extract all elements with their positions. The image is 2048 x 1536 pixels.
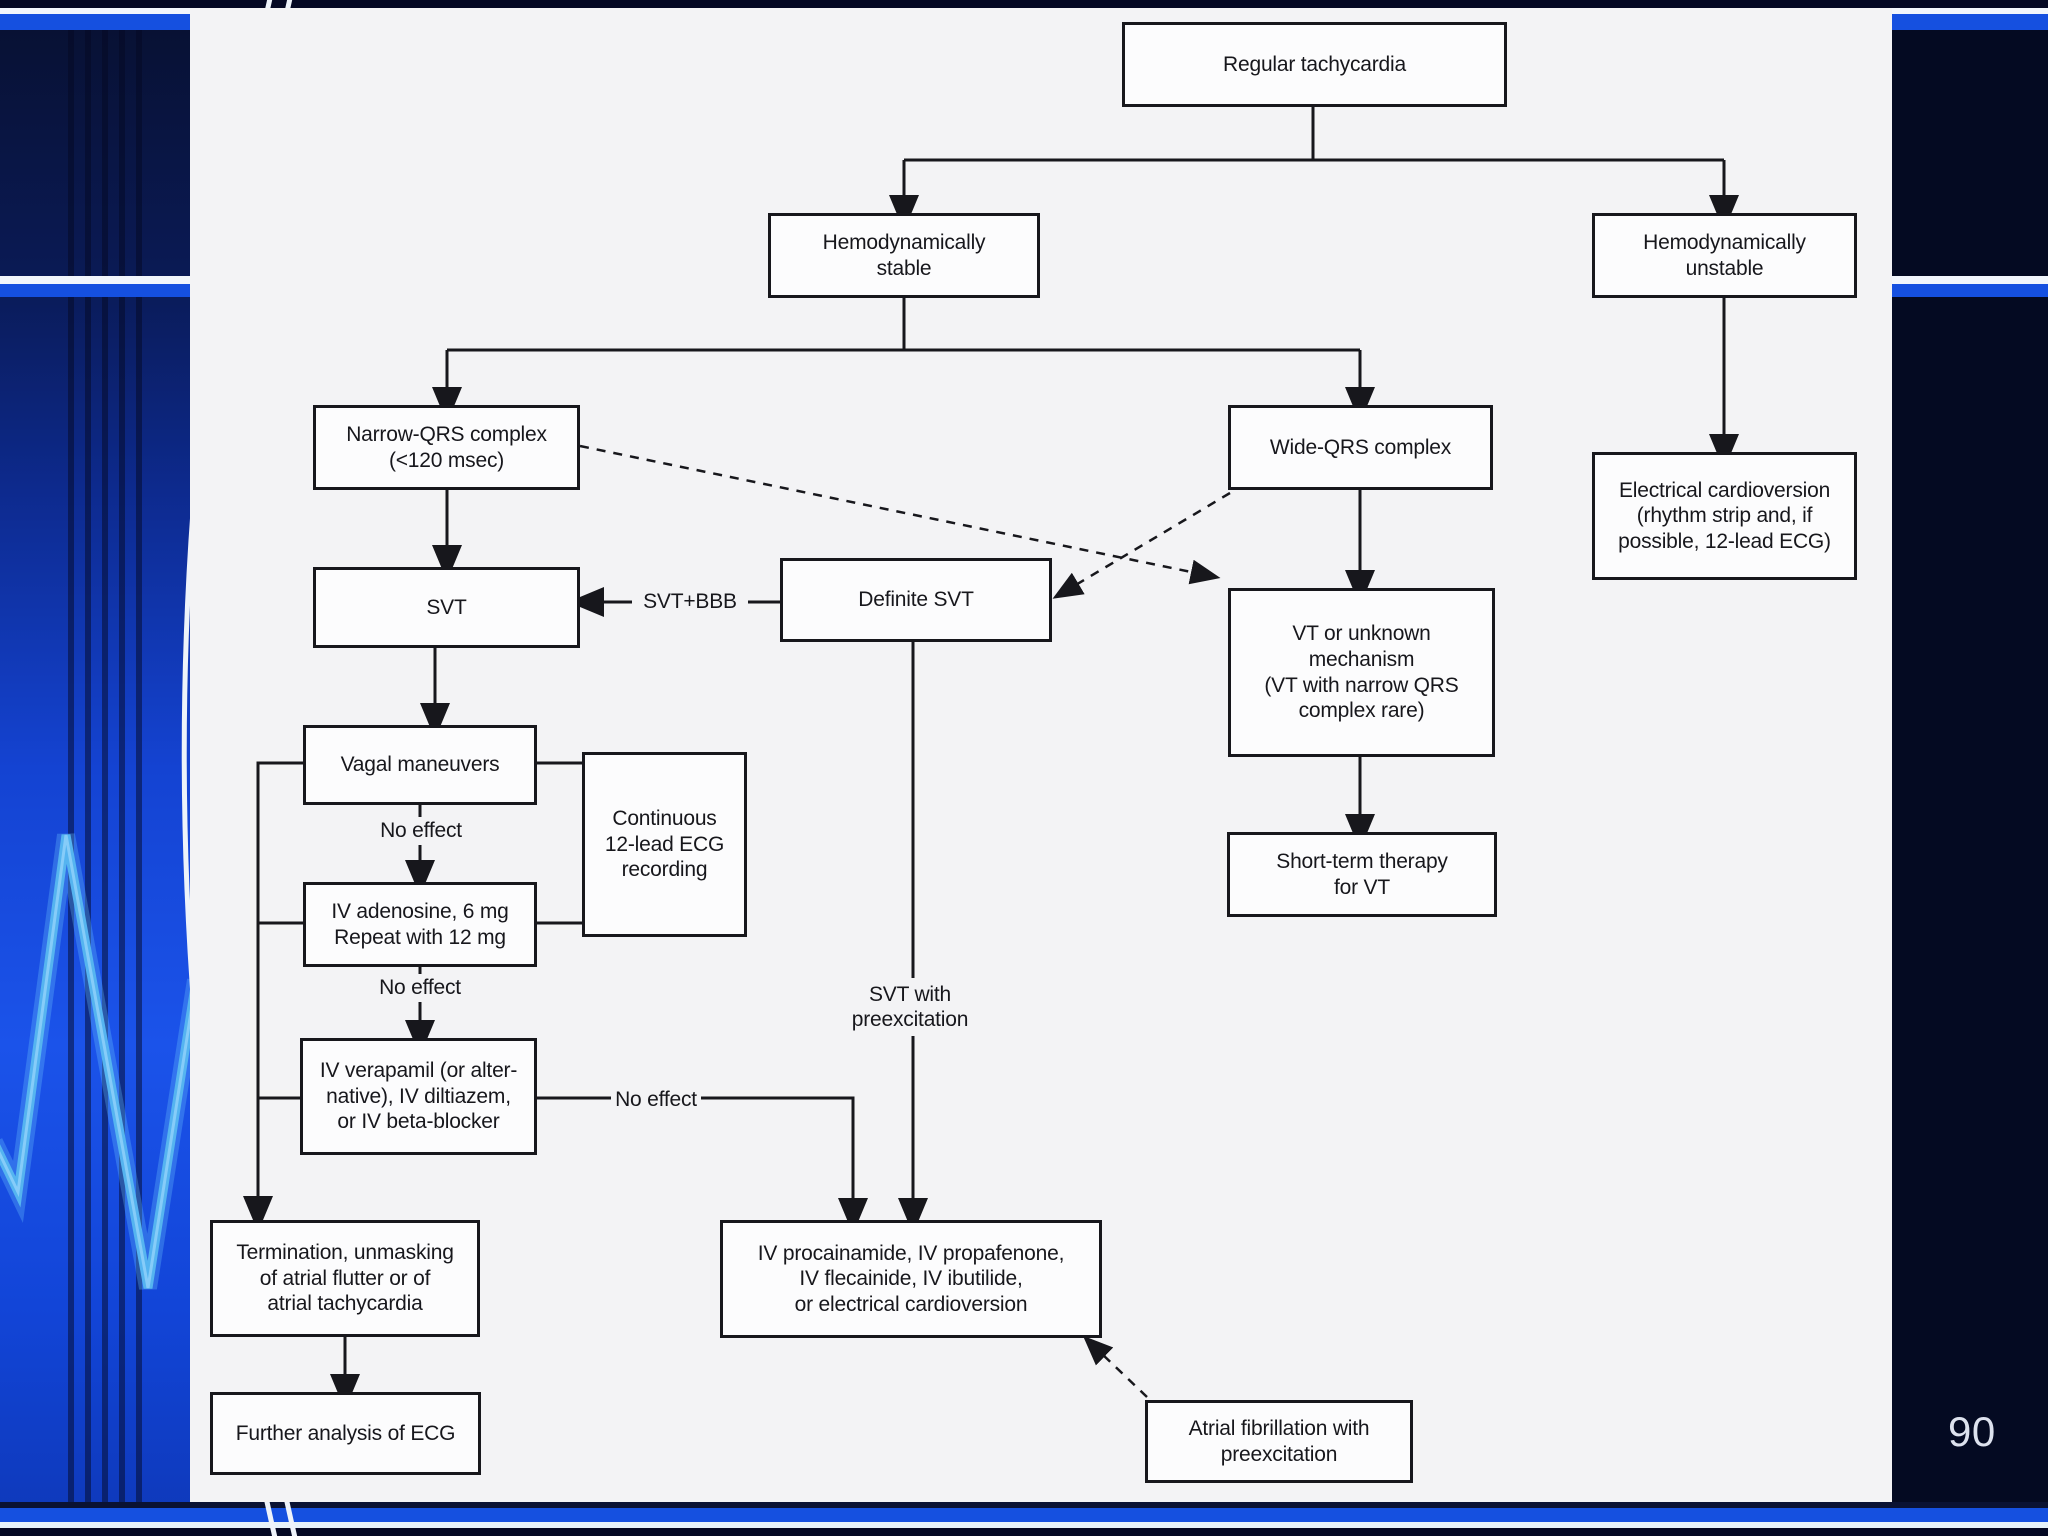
- left-margin-pinstripes: [68, 0, 142, 1536]
- node-iv-procainamide: IV procainamide, IV propafenone, IV flec…: [720, 1220, 1102, 1338]
- node-iv-verapamil: IV verapamil (or alter- native), IV dilt…: [300, 1038, 537, 1155]
- node-hemodynamically-stable: Hemodynamically stable: [768, 213, 1040, 298]
- node-wide-qrs-complex: Wide-QRS complex: [1228, 405, 1493, 490]
- bottom-white-line: [0, 1522, 2048, 1528]
- top-navy-bar: [0, 0, 2048, 8]
- node-vagal-maneuvers: Vagal maneuvers: [303, 725, 537, 805]
- left-margin-gradient: [0, 0, 190, 1536]
- node-vt-or-unknown-mechanism: VT or unknown mechanism (VT with narrow …: [1228, 588, 1495, 757]
- ecg-trace: [0, 833, 205, 1290]
- node-continuous-ecg-recording: Continuous 12-lead ECG recording: [582, 752, 747, 937]
- node-further-analysis-ecg: Further analysis of ECG: [210, 1392, 481, 1475]
- edge-label-svt-bbb: SVT+BBB: [632, 588, 748, 616]
- node-regular-tachycardia: Regular tachycardia: [1122, 22, 1507, 107]
- edge-label-svt-with-preexcitation: SVT with preexcitation: [835, 978, 985, 1036]
- node-hemodynamically-unstable: Hemodynamically unstable: [1592, 213, 1857, 298]
- edge-label-no-effect-adenosine: No effect: [375, 974, 465, 1002]
- node-electrical-cardioversion: Electrical cardioversion (rhythm strip a…: [1592, 452, 1857, 580]
- node-termination-unmasking: Termination, unmasking of atrial flutter…: [210, 1220, 480, 1337]
- flowchart-connectors: [243, 107, 1739, 1410]
- flowchart-dashed-connectors: [579, 444, 1231, 1398]
- node-iv-adenosine: IV adenosine, 6 mg Repeat with 12 mg: [303, 882, 537, 967]
- page-number: 90: [1948, 1408, 1996, 1455]
- bottom-navy-bar: [0, 1528, 2048, 1536]
- node-short-term-therapy-vt: Short-term therapy for VT: [1227, 832, 1497, 917]
- node-definite-svt: Definite SVT: [780, 558, 1052, 642]
- bottom-blue-stripe: [0, 1508, 2048, 1522]
- edge-label-no-effect-vagal: No effect: [376, 817, 466, 845]
- edge-label-no-effect-verapamil: No effect: [611, 1086, 701, 1114]
- bottom-navy-line: [0, 1502, 2048, 1508]
- node-afib-preexcitation: Atrial fibrillation with preexcitation: [1145, 1400, 1413, 1483]
- node-svt: SVT: [313, 567, 580, 648]
- node-narrow-qrs-complex: Narrow-QRS complex (<120 msec): [313, 405, 580, 490]
